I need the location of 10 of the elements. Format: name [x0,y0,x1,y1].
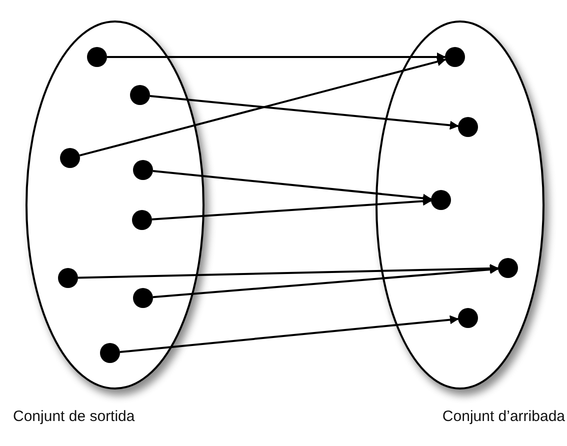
arrow [120,315,459,354]
arrow [152,196,432,220]
set-label: Conjunt d’arribada [442,408,565,425]
arrow [79,57,446,156]
arrow [152,265,499,298]
arrow [150,94,459,130]
arrow [78,264,499,279]
set-label: Conjunt de sortida [13,408,135,425]
arrow [107,52,446,62]
arrow [152,170,432,203]
